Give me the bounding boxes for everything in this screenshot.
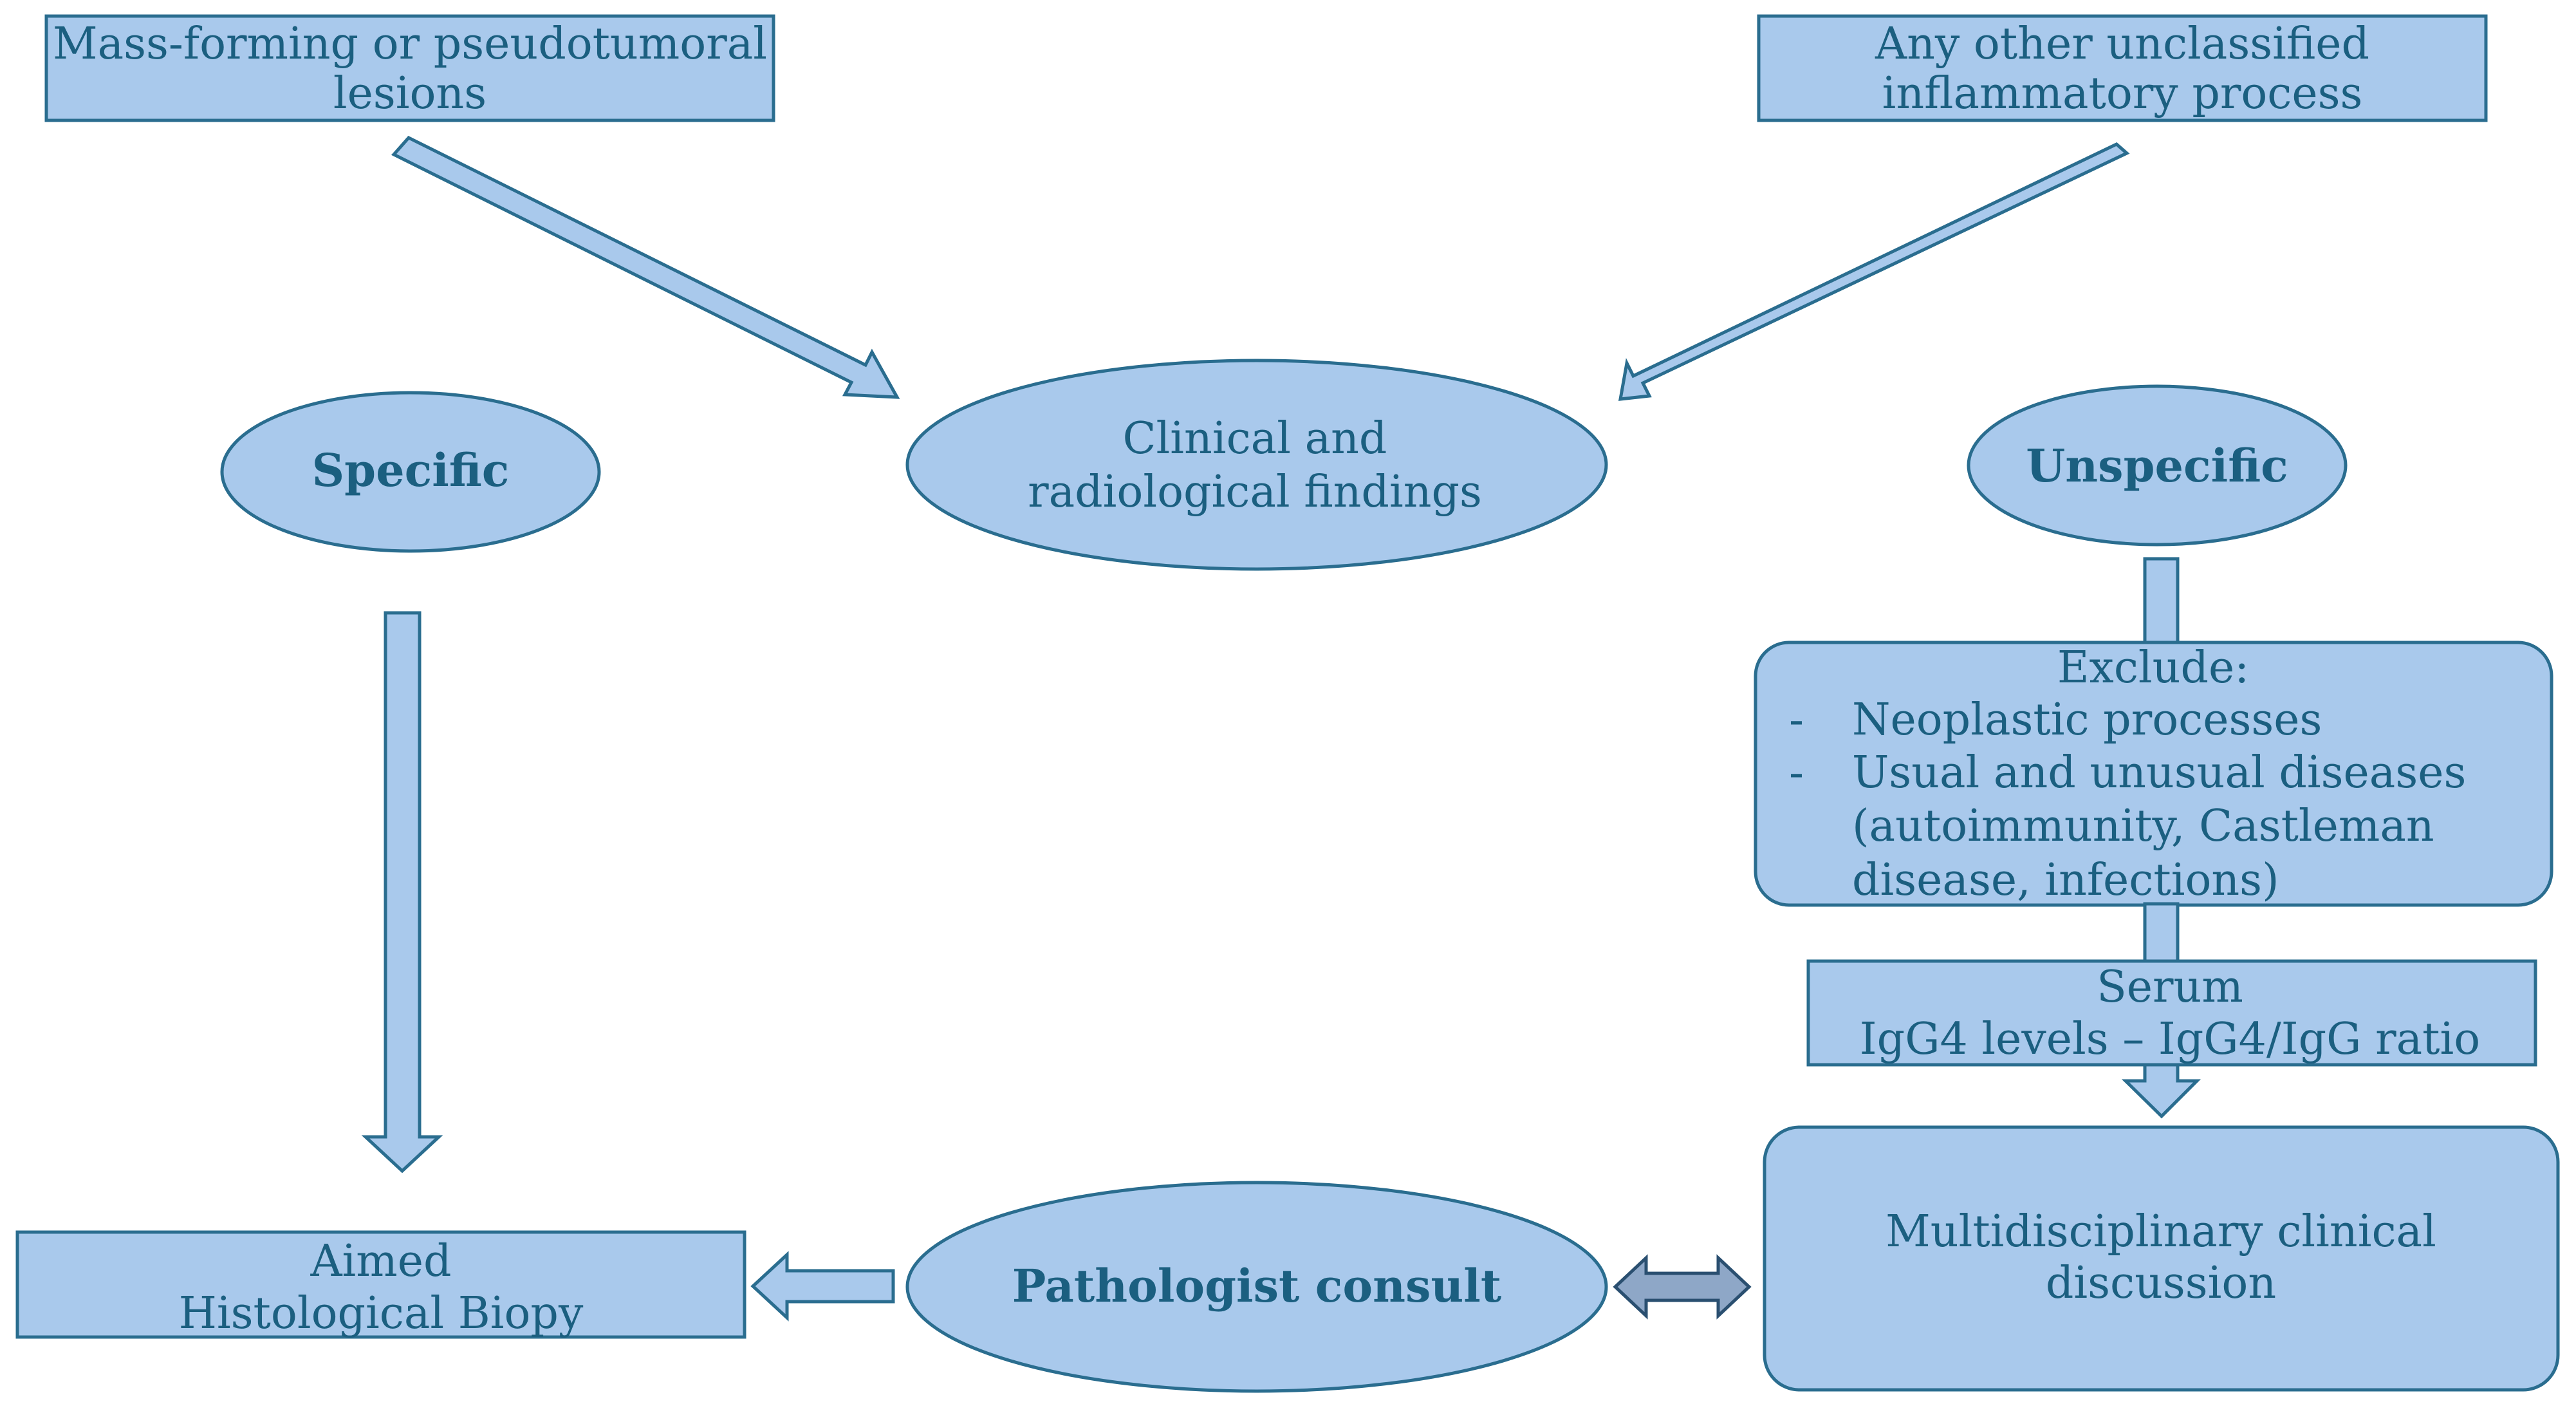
exclude-item-neoplastic: Neoplastic processes xyxy=(1852,695,2322,745)
serum-line-2: IgG4 levels – IgG4/IgG ratio xyxy=(1860,1014,2480,1065)
exclude-item-diseases-line-3: disease, infections) xyxy=(1852,855,2279,906)
arrow-unspecific-to-exclude xyxy=(2143,557,2180,645)
multidisciplinary-box xyxy=(1763,1125,2560,1392)
serum-line-1: Serum xyxy=(2097,962,2243,1013)
pathologist-consult-label: Pathologist consult xyxy=(1012,1259,1501,1313)
clinical-line-2: radiological findings xyxy=(1028,467,1482,518)
unspecific-ellipse xyxy=(1967,384,2348,547)
exclude-title: Exclude: xyxy=(2057,642,2249,693)
arrow-serum-to-multidisciplinary xyxy=(2121,1063,2201,1119)
specific-ellipse xyxy=(220,391,601,553)
mass-forming-line-2: lesions xyxy=(333,68,486,119)
multidisciplinary-line-2: discussion xyxy=(2046,1258,2276,1309)
clinical-findings-ellipse xyxy=(905,359,1608,571)
arrow-specific-to-biopsy xyxy=(361,611,443,1174)
mass-forming-line-1: Mass-forming or pseudotumoral xyxy=(53,19,767,70)
mass-forming-box xyxy=(44,14,775,122)
unclassified-process-box xyxy=(1757,14,2488,122)
arrow-unclassified-to-clinical xyxy=(1618,142,2130,401)
unclassified-line-1: Any other unclassified xyxy=(1875,19,2369,70)
unspecific-label: Unspecific xyxy=(2026,439,2288,492)
biopsy-line-1: Aimed xyxy=(310,1236,451,1287)
exclude-item-diseases-line-1: Usual and unusual diseases xyxy=(1852,747,2466,798)
exclude-bullet-1: - xyxy=(1789,695,1804,745)
double-arrow-pathologist-multidisciplinary xyxy=(1613,1254,1752,1320)
biopsy-line-2: Histological Biopy xyxy=(179,1288,584,1339)
arrow-mass-to-clinical xyxy=(391,135,900,399)
exclude-bullet-2: - xyxy=(1789,747,1804,798)
clinical-line-1: Clinical and xyxy=(1123,413,1387,464)
arrow-exclude-to-serum xyxy=(2143,902,2180,964)
multidisciplinary-line-1: Multidisciplinary clinical xyxy=(1886,1206,2436,1257)
specific-label: Specific xyxy=(312,444,510,497)
exclude-item-diseases-line-2: (autoimmunity, Castleman xyxy=(1852,801,2434,852)
unclassified-line-2: inflammatory process xyxy=(1882,68,2363,119)
biopsy-box xyxy=(15,1230,746,1339)
arrow-pathologist-to-biopsy xyxy=(750,1251,895,1322)
pathologist-consult-ellipse xyxy=(905,1181,1608,1393)
